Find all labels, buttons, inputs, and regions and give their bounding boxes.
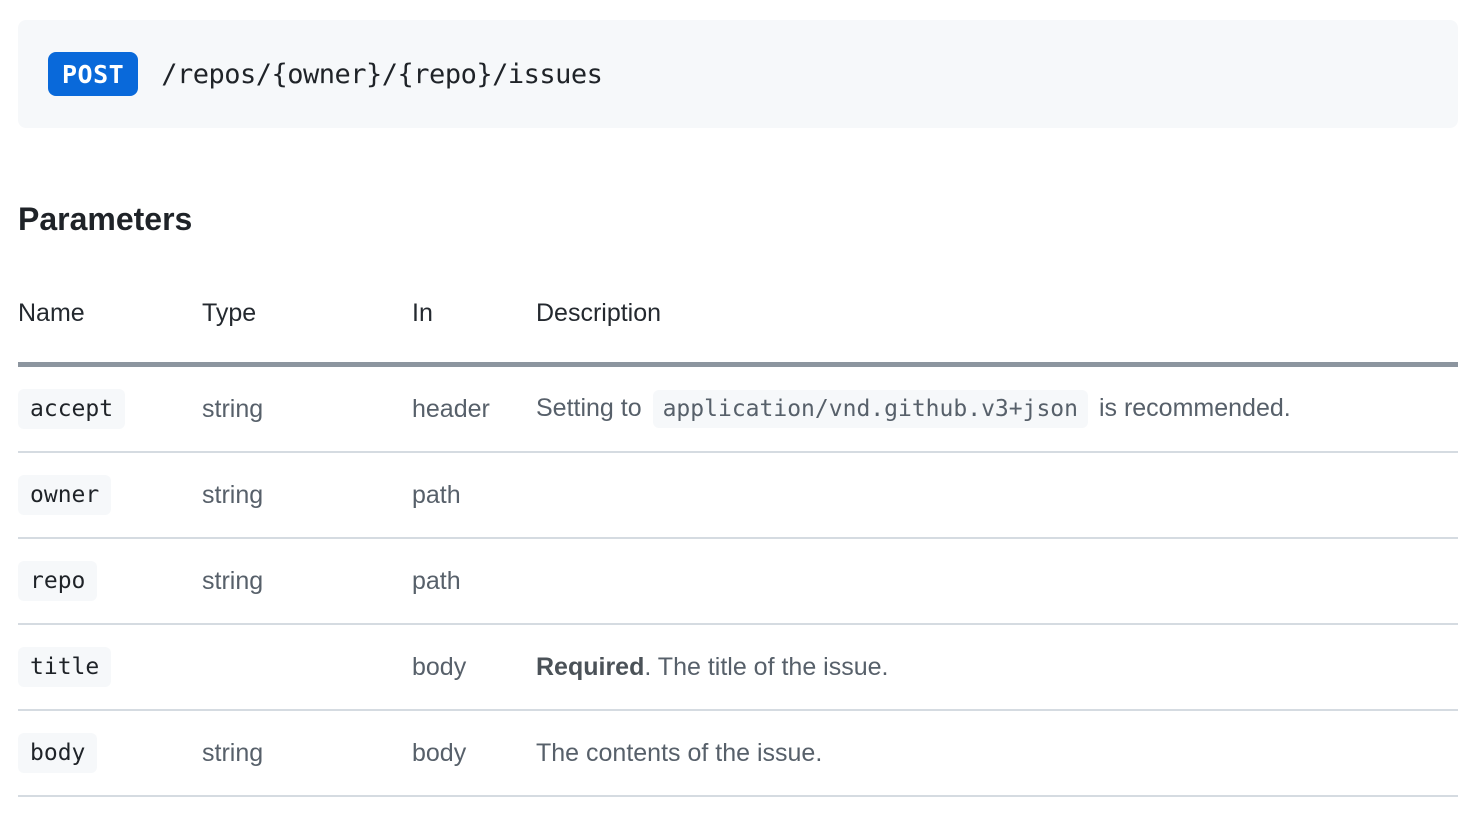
param-name-code: owner [18,475,112,515]
description-text: Setting to [536,394,649,422]
param-in-cell: path [412,538,536,625]
endpoint-path: /repos/{owner}/{repo}/issues [161,58,603,90]
param-type-cell [202,624,412,711]
param-name-code: accept [18,389,126,429]
endpoint-panel: POST /repos/{owner}/{repo}/issues [18,20,1458,128]
param-name-cell: owner [18,452,202,539]
param-name-code: title [18,647,112,687]
param-name-code: repo [18,561,98,601]
param-in-cell: body [412,710,536,797]
param-type-cell: string [202,364,412,453]
column-header-description: Description [536,298,1458,367]
description-text: The contents of the issue. [536,739,823,767]
param-in-cell: body [412,624,536,711]
param-in-cell: header [412,364,536,453]
param-type-cell: string [202,538,412,625]
param-name-cell: repo [18,538,202,625]
column-header-name: Name [18,298,202,367]
param-type-cell: string [202,710,412,797]
column-header-in: In [412,298,536,367]
param-description-cell: Required. The title of the issue. [536,624,1458,711]
http-method-badge: POST [48,52,139,96]
param-name-cell: body [18,710,202,797]
param-description-cell [536,452,1458,539]
param-in-cell: path [412,452,536,539]
param-name-cell: title [18,624,202,711]
description-inline-code: application/vnd.github.v3+json [652,390,1088,428]
description-required-label: Required [536,653,645,681]
param-description-cell: The contents of the issue. [536,710,1458,797]
column-header-type: Type [202,298,412,367]
param-description-cell: Setting to application/vnd.github.v3+jso… [536,364,1458,453]
parameters-heading: Parameters [18,201,193,237]
description-text: is recommended. [1092,394,1291,422]
parameters-table-head: Name Type In Description [18,298,1458,367]
description-text: . The title of the issue. [644,653,889,681]
param-type-cell: string [202,452,412,539]
param-name-code: body [18,733,98,773]
table-header-row: Name Type In Description [18,298,1458,367]
param-name-cell: accept [18,364,202,453]
param-description-cell [536,538,1458,625]
